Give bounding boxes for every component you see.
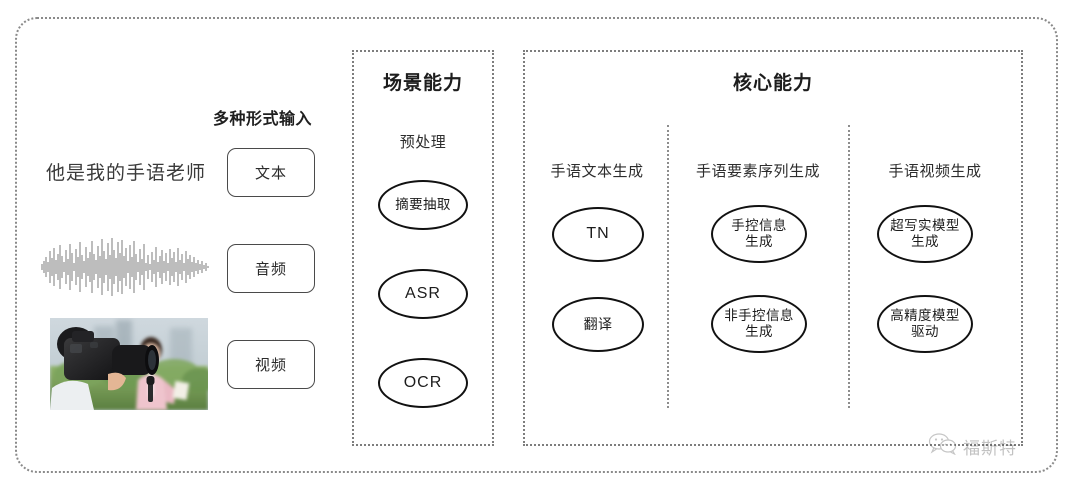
node-ocr[interactable]: OCR xyxy=(378,358,468,408)
sample-text-label: 他是我的手语老师 xyxy=(46,163,207,184)
modality-button-text[interactable]: 文本 xyxy=(227,148,315,197)
node-hyperrealistic-model-generation[interactable]: 超写实模型 生成 xyxy=(877,205,973,263)
modality-button-audio[interactable]: 音频 xyxy=(227,244,315,293)
core-column-label-sign-element-sequence-generation: 手语要素序列生成 xyxy=(695,163,820,180)
node-translation[interactable]: 翻译 xyxy=(552,297,644,352)
node-nonmanual-line1: 非手控信息 xyxy=(724,308,794,324)
scene-capability-panel xyxy=(352,50,494,446)
node-nonmanual-line2: 生成 xyxy=(745,324,773,339)
watermark-label: 福斯特 xyxy=(963,439,1017,458)
node-non-manual-info-generation[interactable]: 非手控信息 生成 xyxy=(711,295,807,353)
video-thumbnail-image xyxy=(50,318,208,410)
diagram-outer-frame xyxy=(15,17,1058,473)
node-manual-line2: 生成 xyxy=(745,234,773,249)
core-column-divider-1 xyxy=(667,125,669,408)
node-manual-info-generation[interactable]: 手控信息 生成 xyxy=(711,205,807,263)
core-column-divider-2 xyxy=(848,125,850,408)
node-manual-line1: 手控信息 xyxy=(731,218,787,234)
node-highprec-line1: 高精度模型 xyxy=(890,308,960,324)
node-hyperreal-line1: 超写实模型 xyxy=(890,218,960,234)
core-capability-title: 核心能力 xyxy=(732,73,813,94)
node-hyperreal-line2: 生成 xyxy=(911,234,939,249)
input-section-heading: 多种形式输入 xyxy=(213,111,313,128)
node-tn[interactable]: TN xyxy=(552,207,644,262)
wechat-icon xyxy=(928,433,958,460)
node-asr[interactable]: ASR xyxy=(378,269,468,319)
watermark: 福斯特 xyxy=(928,433,1017,460)
core-capability-panel xyxy=(523,50,1023,446)
core-column-label-sign-video-generation: 手语视频生成 xyxy=(888,163,982,180)
core-column-label-sign-text-generation: 手语文本生成 xyxy=(550,163,644,180)
node-highprec-line2: 驱动 xyxy=(911,324,939,339)
audio-waveform-icon xyxy=(38,236,213,298)
node-high-precision-model-driving[interactable]: 高精度模型 驱动 xyxy=(877,295,973,353)
node-summary-extraction[interactable]: 摘要抽取 xyxy=(378,180,468,230)
scene-capability-title: 场景能力 xyxy=(382,73,463,94)
scene-preprocessing-label: 预处理 xyxy=(399,134,447,151)
modality-button-video[interactable]: 视频 xyxy=(227,340,315,389)
